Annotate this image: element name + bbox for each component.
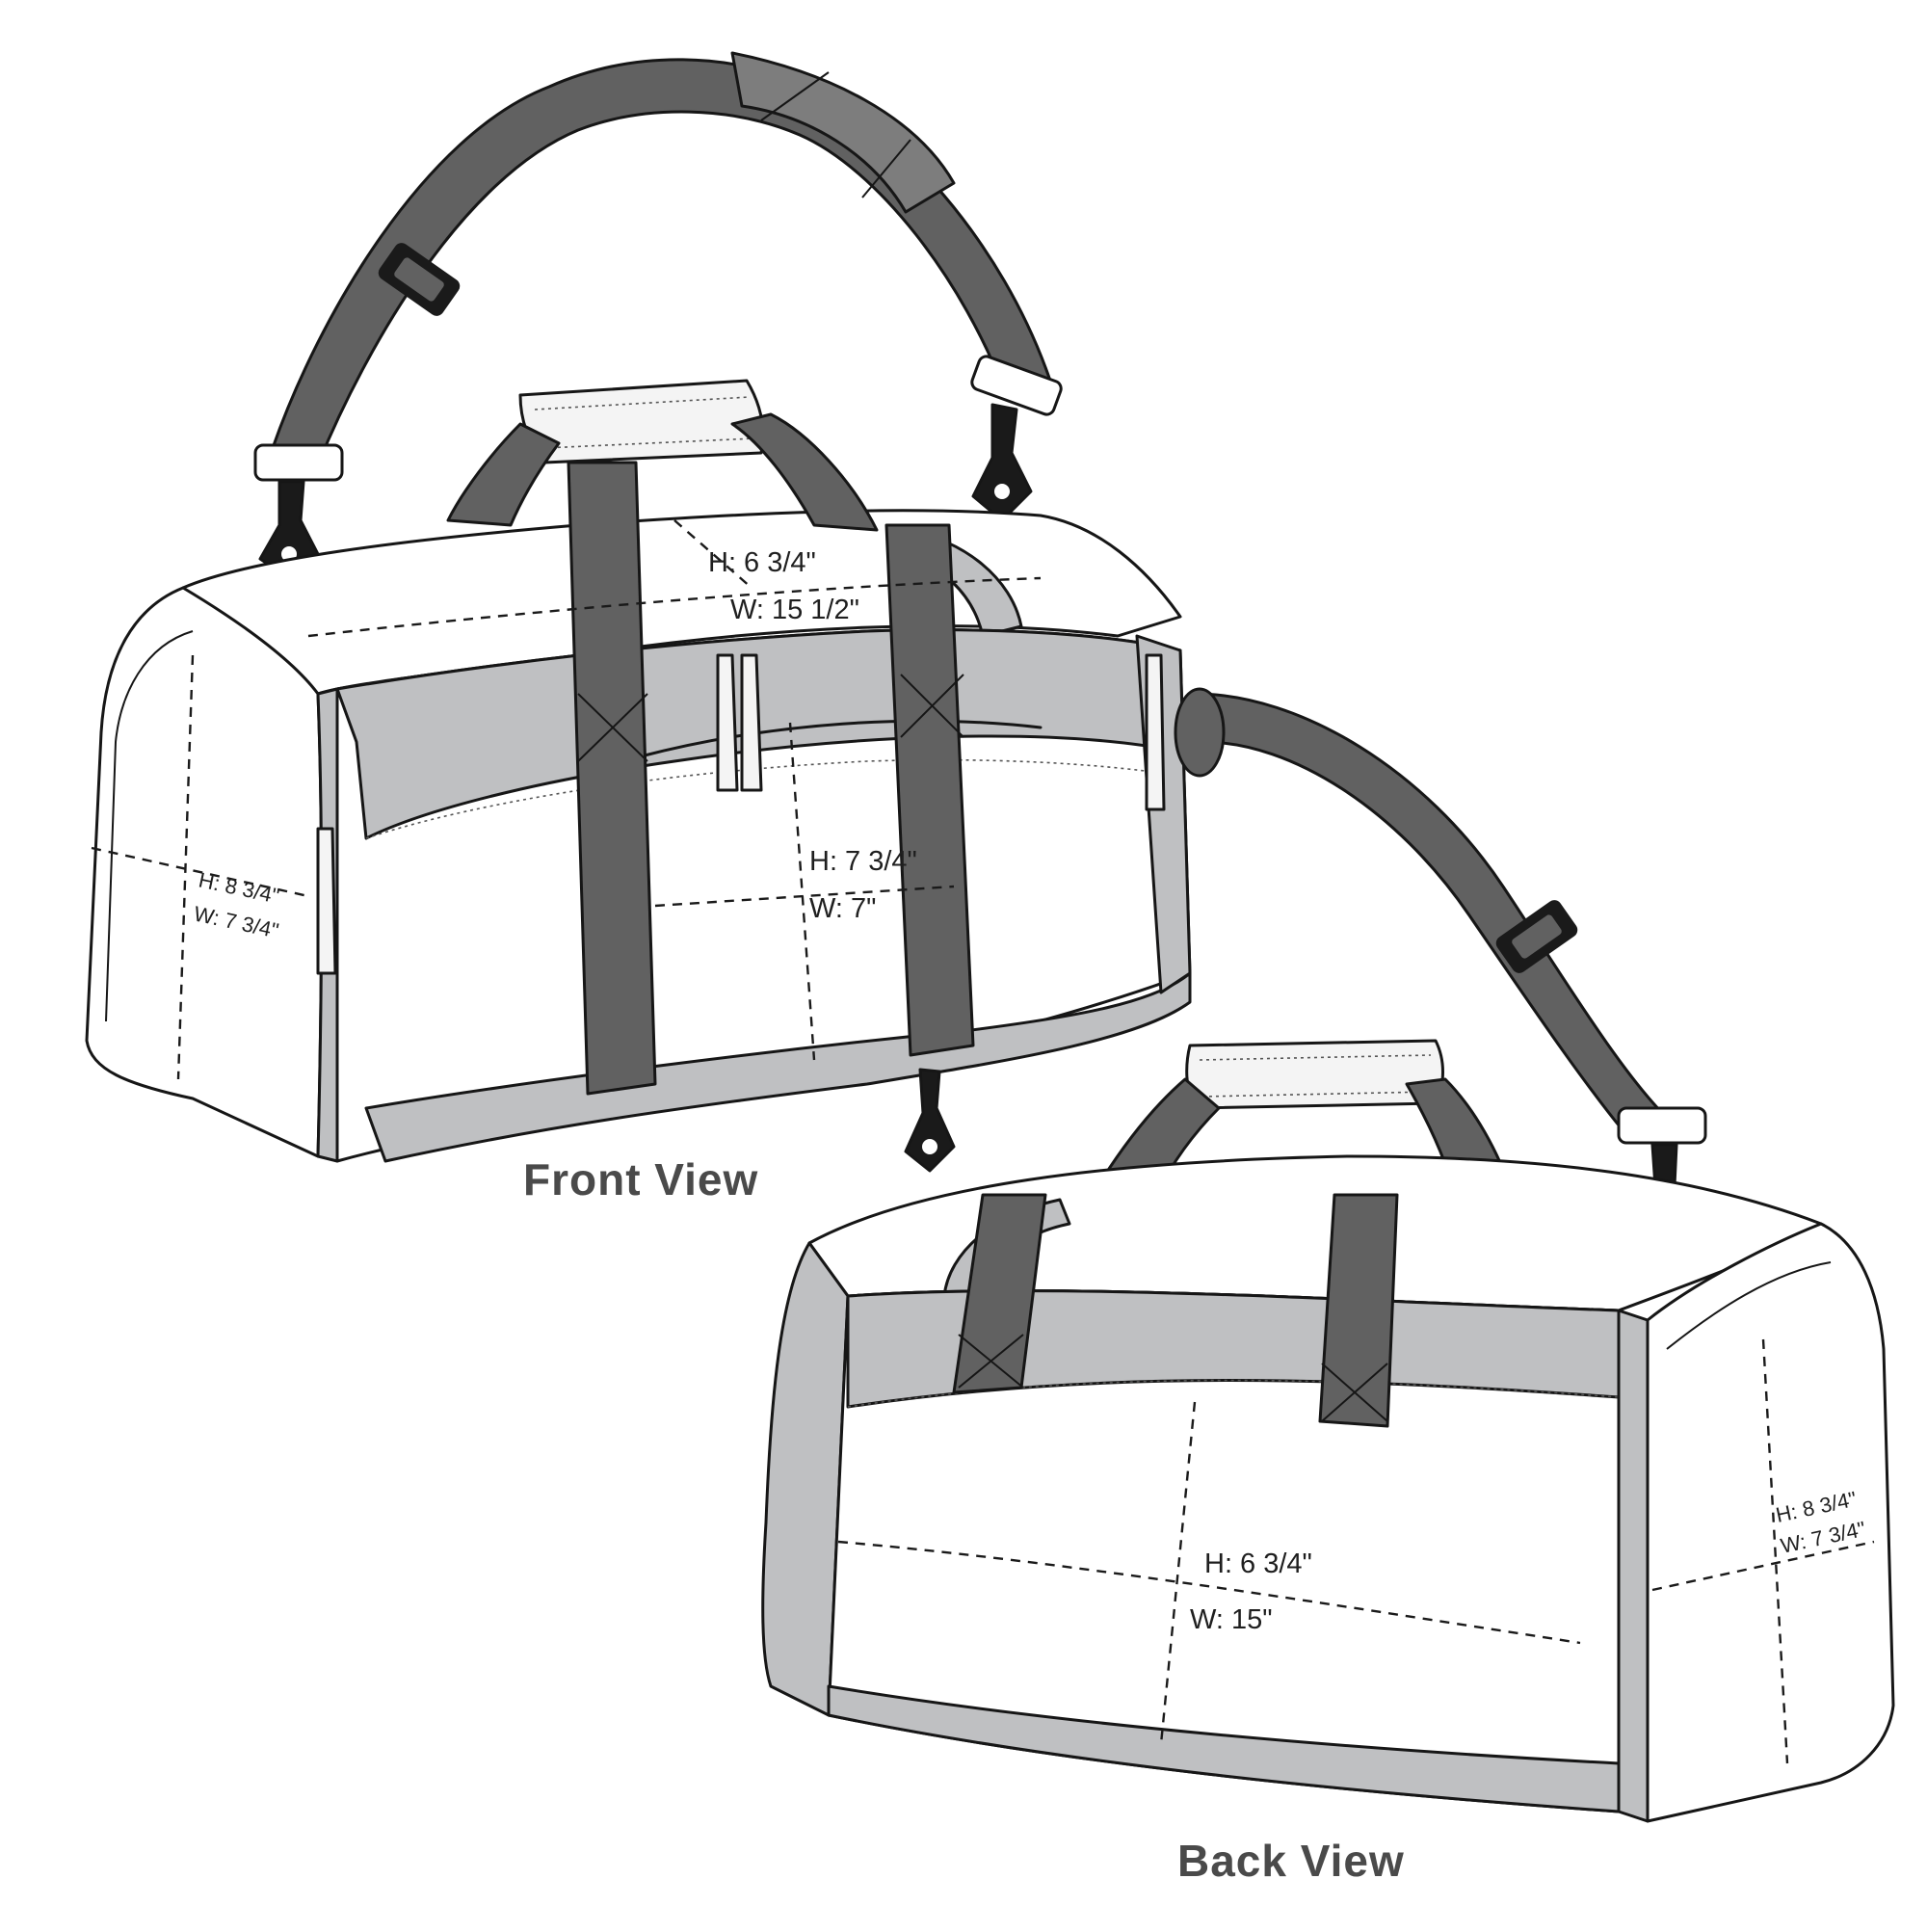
front-strap-buckle (378, 243, 461, 316)
front-top-height-label: H: 6 3/4" (708, 547, 816, 578)
front-top-width-label: W: 15 1/2" (730, 595, 859, 625)
front-zipper-pull-right (1145, 653, 1166, 811)
front-zipper-pull-center (716, 653, 763, 792)
front-pocket-width-label: W: 7" (809, 893, 876, 924)
front-pocket-height-label: H: 7 3/4" (809, 846, 917, 877)
back-strap-left-vertical (952, 1193, 1047, 1394)
front-strap-left-vertical (567, 461, 657, 1096)
front-strap-pad (730, 51, 956, 214)
front-right-strap-clip (970, 355, 1063, 522)
front-handle-pad (518, 379, 765, 464)
back-right-end-trim (1617, 1309, 1650, 1823)
back-panel-width-label: W: 15" (1190, 1604, 1273, 1635)
front-strap-right-vertical (884, 523, 975, 1057)
back-strap-pad-end (1174, 687, 1226, 778)
back-strap-buckle (1495, 900, 1578, 973)
front-handle-right (730, 412, 879, 532)
back-left-end (761, 1241, 850, 1717)
back-right-end (1646, 1222, 1895, 1823)
front-view-caption: Front View (523, 1154, 758, 1204)
back-strap-right-vertical (1318, 1193, 1399, 1428)
back-view-caption: Back View (1177, 1836, 1405, 1886)
back-left-strap-clip (904, 1068, 956, 1173)
front-handle-left (446, 422, 561, 527)
back-handle-pad (1185, 1039, 1444, 1110)
back-view-bag: H: 6 3/4" W: 15" H: 8 3/4" W: 7 3/4" Bac… (761, 687, 1895, 1886)
front-view-bag: H: 6 3/4" W: 15 1/2" H: 7 3/4" W: 7" H: … (85, 51, 1192, 1204)
front-bottom-band (364, 971, 1192, 1163)
back-panel-height-label: H: 6 3/4" (1204, 1548, 1312, 1579)
front-zipper-pull-side (316, 827, 337, 975)
